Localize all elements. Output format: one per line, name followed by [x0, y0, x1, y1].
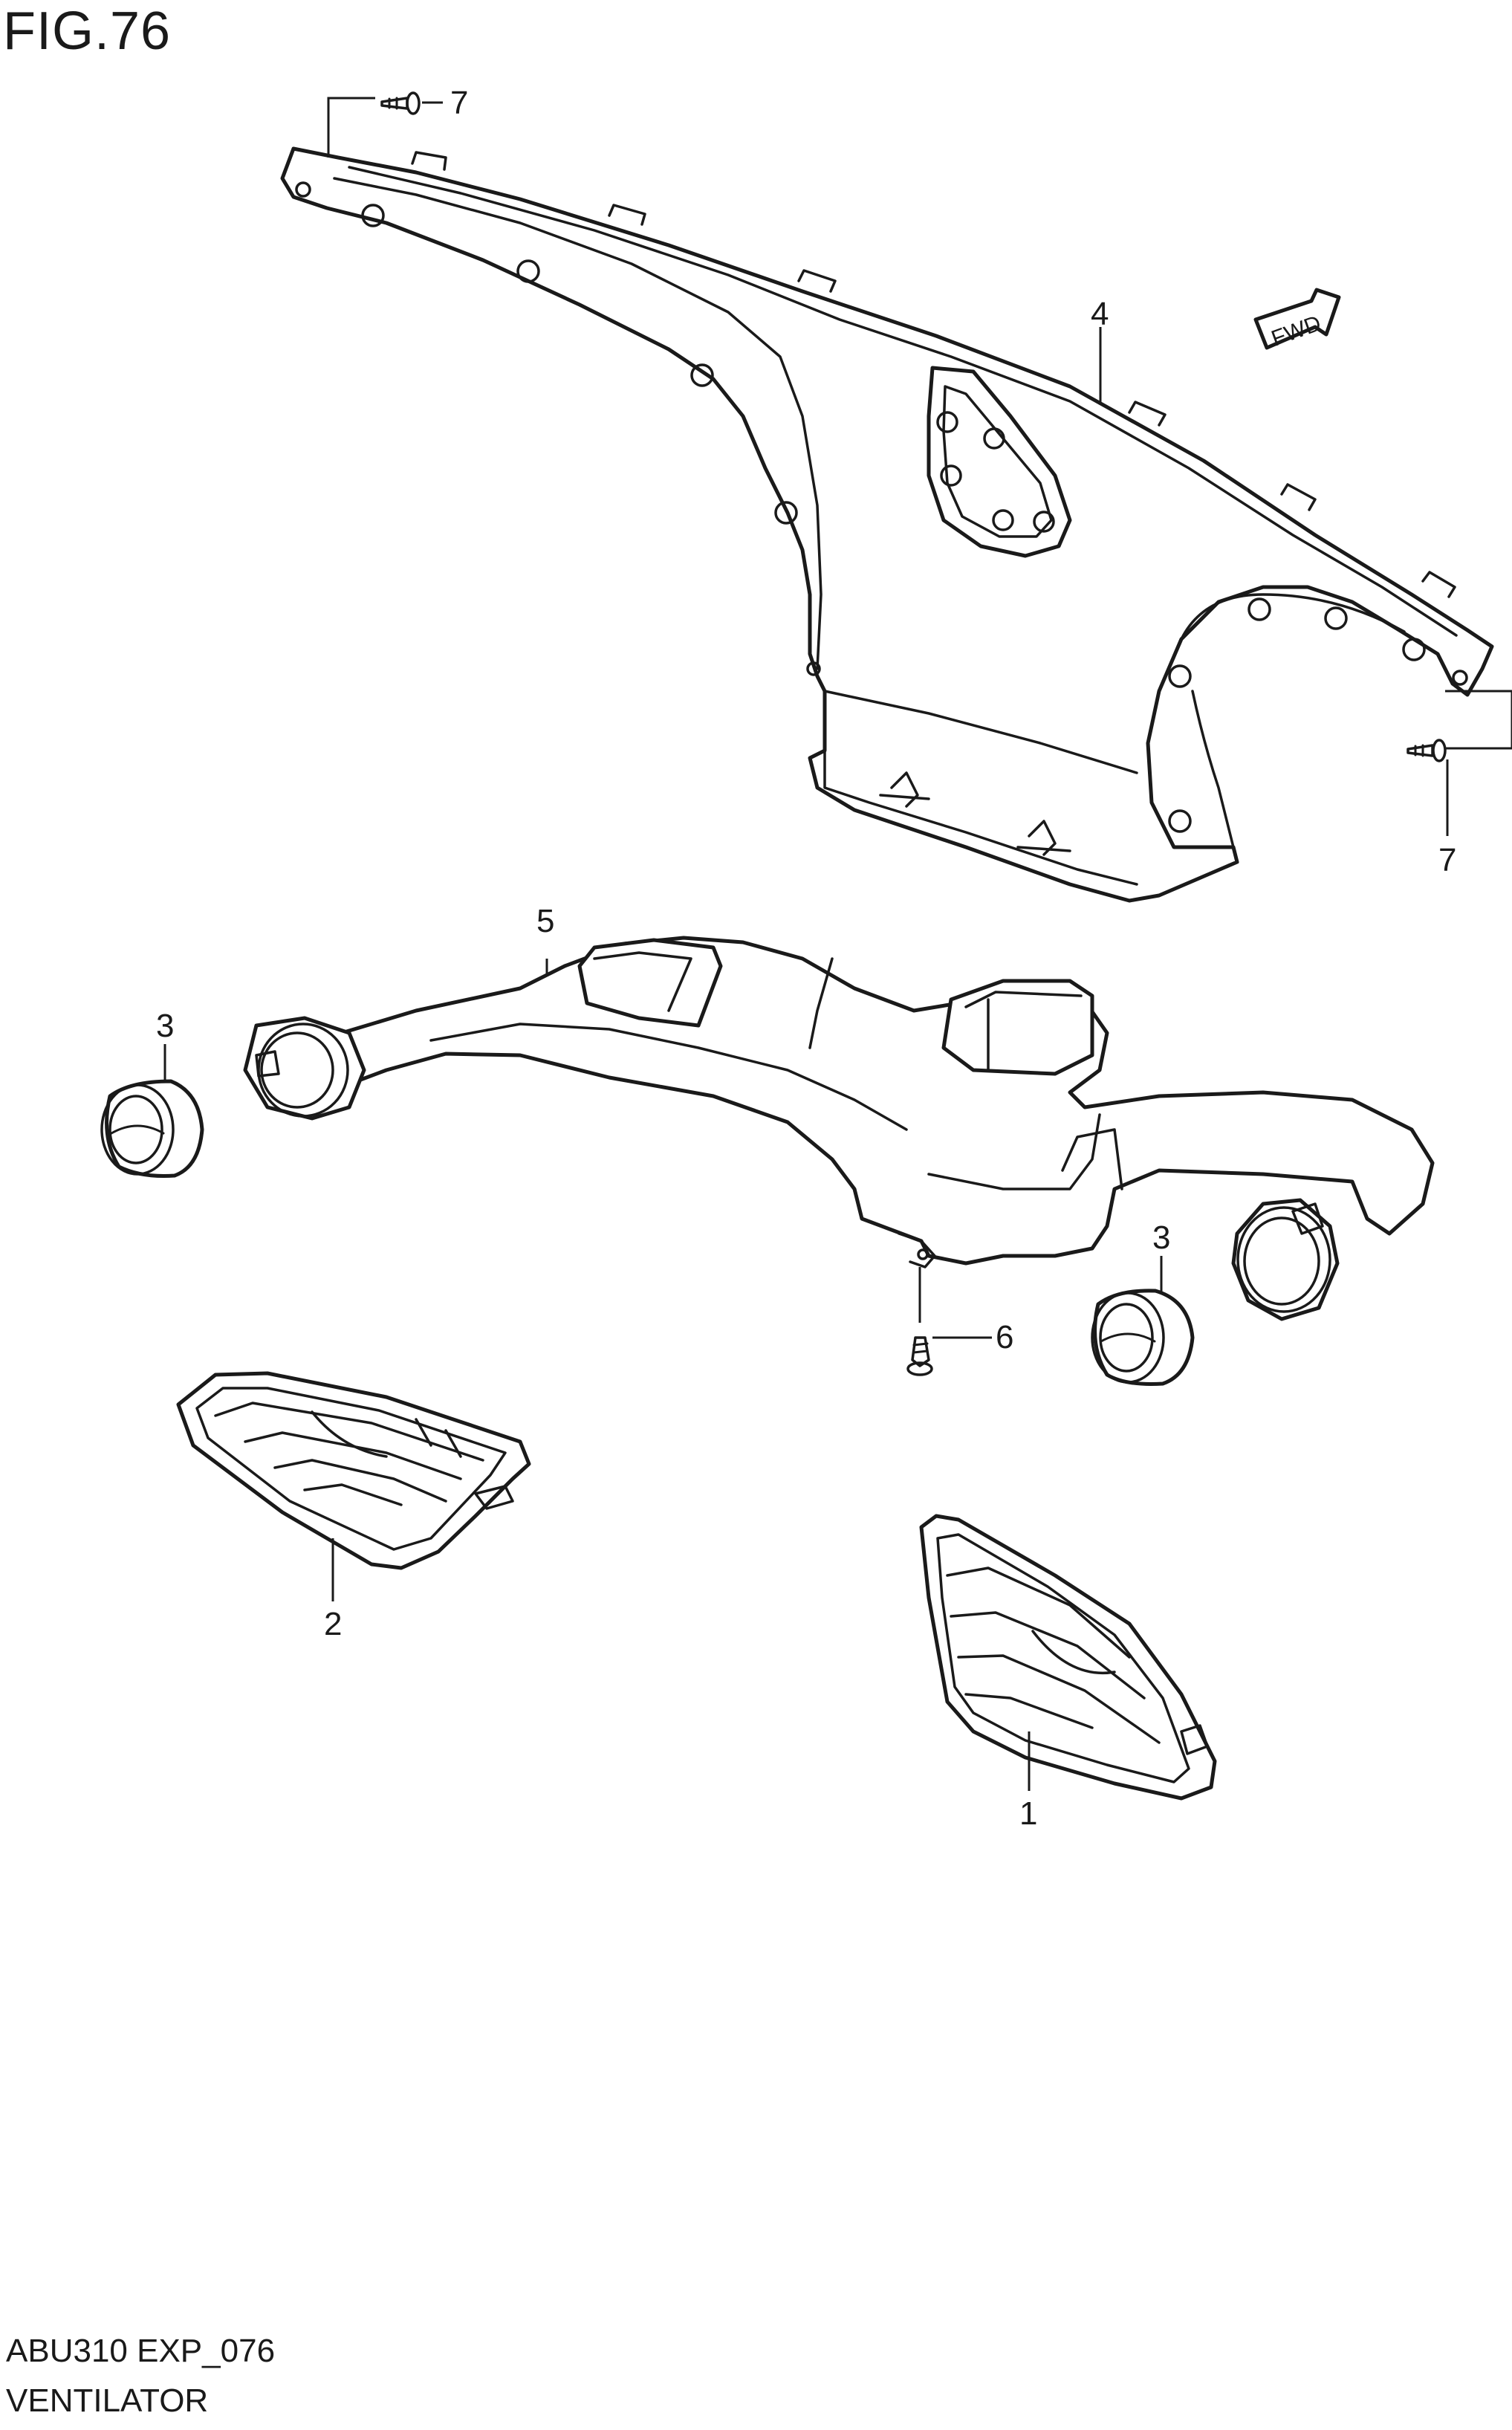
callout-3-left: 3: [156, 1008, 174, 1044]
callout-4: 4: [1091, 296, 1109, 332]
callout-leaders: [163, 97, 1512, 1791]
part-2-left-vent-grille[interactable]: [176, 1371, 531, 1570]
callout-2: 2: [324, 1606, 342, 1642]
part-3-round-outlet-left[interactable]: [100, 1079, 204, 1178]
part-4-duct-housing[interactable]: [280, 146, 1494, 903]
part-7-screw-right[interactable]: [1406, 739, 1447, 762]
part-7-screw-top[interactable]: [380, 91, 421, 115]
part-3-round-outlet-right[interactable]: [1091, 1289, 1195, 1386]
figure-title: FIG.76: [3, 1, 172, 61]
part-1-right-vent-grille[interactable]: [919, 1514, 1217, 1801]
callout-5: 5: [536, 903, 554, 939]
callout-3-right: 3: [1152, 1219, 1170, 1256]
callout-7-right: 7: [1438, 842, 1456, 878]
section-name: VENTILATOR: [6, 2382, 209, 2419]
callout-7-top: 7: [450, 85, 468, 121]
part-5-ventilator-duct[interactable]: [243, 936, 1435, 1321]
fwd-direction-badge: FWD: [1253, 288, 1341, 351]
drawing-code: ABU310 EXP_076: [6, 2333, 276, 2369]
callout-6: 6: [996, 1319, 1013, 1355]
callout-labels: 7 7 4 5 3 3 6 2 1: [156, 85, 1456, 1832]
callout-1: 1: [1019, 1795, 1037, 1832]
part-6-screw[interactable]: [906, 1336, 933, 1376]
